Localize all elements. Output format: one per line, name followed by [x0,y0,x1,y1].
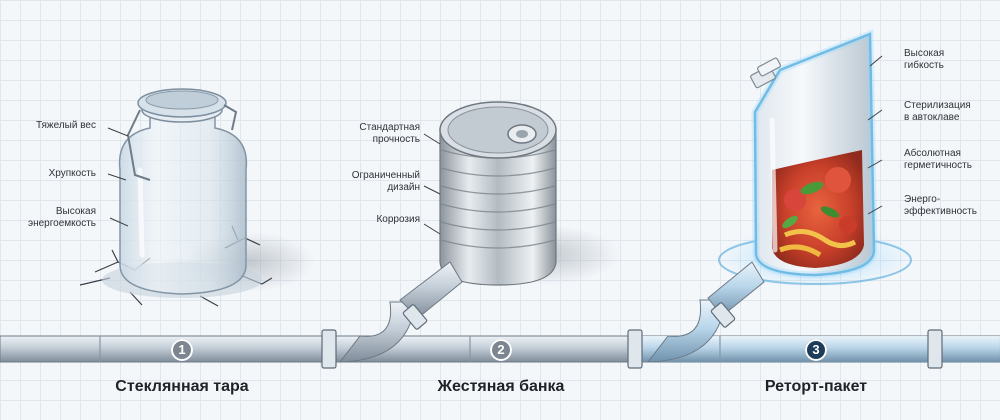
callout-arrows [107,55,883,235]
glass-jar-illustration [79,88,315,307]
callout-absolute-seal: Абсолютная герметичность [904,148,972,171]
retort-pouch-illustration [715,28,915,288]
can-ribs [440,149,556,249]
stage-number-3: 3 [805,339,827,361]
stage-title-glass: Стеклянная тара [115,378,249,395]
stage-number-1: 1 [171,339,193,361]
callout-fragility: Хрупкость [48,168,96,179]
tin-can-illustration [439,101,620,286]
callout-high-flexibility: Высокая гибкость [904,48,945,71]
callout-corrosion: Коррозия [376,214,420,225]
callout-heavy-weight: Тяжелый вес [35,120,96,131]
callout-limited-design: Ограниченный дизайн [351,170,420,193]
jar-clasp [126,104,238,181]
callout-standard-strength: Стандартная прочность [359,122,420,145]
stage-title-retort: Реторт-пакет [764,378,868,395]
pouch-spout [750,57,781,89]
stage-number-2: 2 [490,339,512,361]
stage-title-tin: Жестяная банка [437,378,565,395]
pipe-flanges [321,302,943,369]
callout-high-energy: Высокая энергоемкость [27,206,96,229]
pouch-food-window [772,150,864,268]
callout-autoclave-sterilization: Стерилизация в автоклаве [904,100,971,123]
callout-energy-efficiency: Энерго- эффективность [904,194,977,217]
